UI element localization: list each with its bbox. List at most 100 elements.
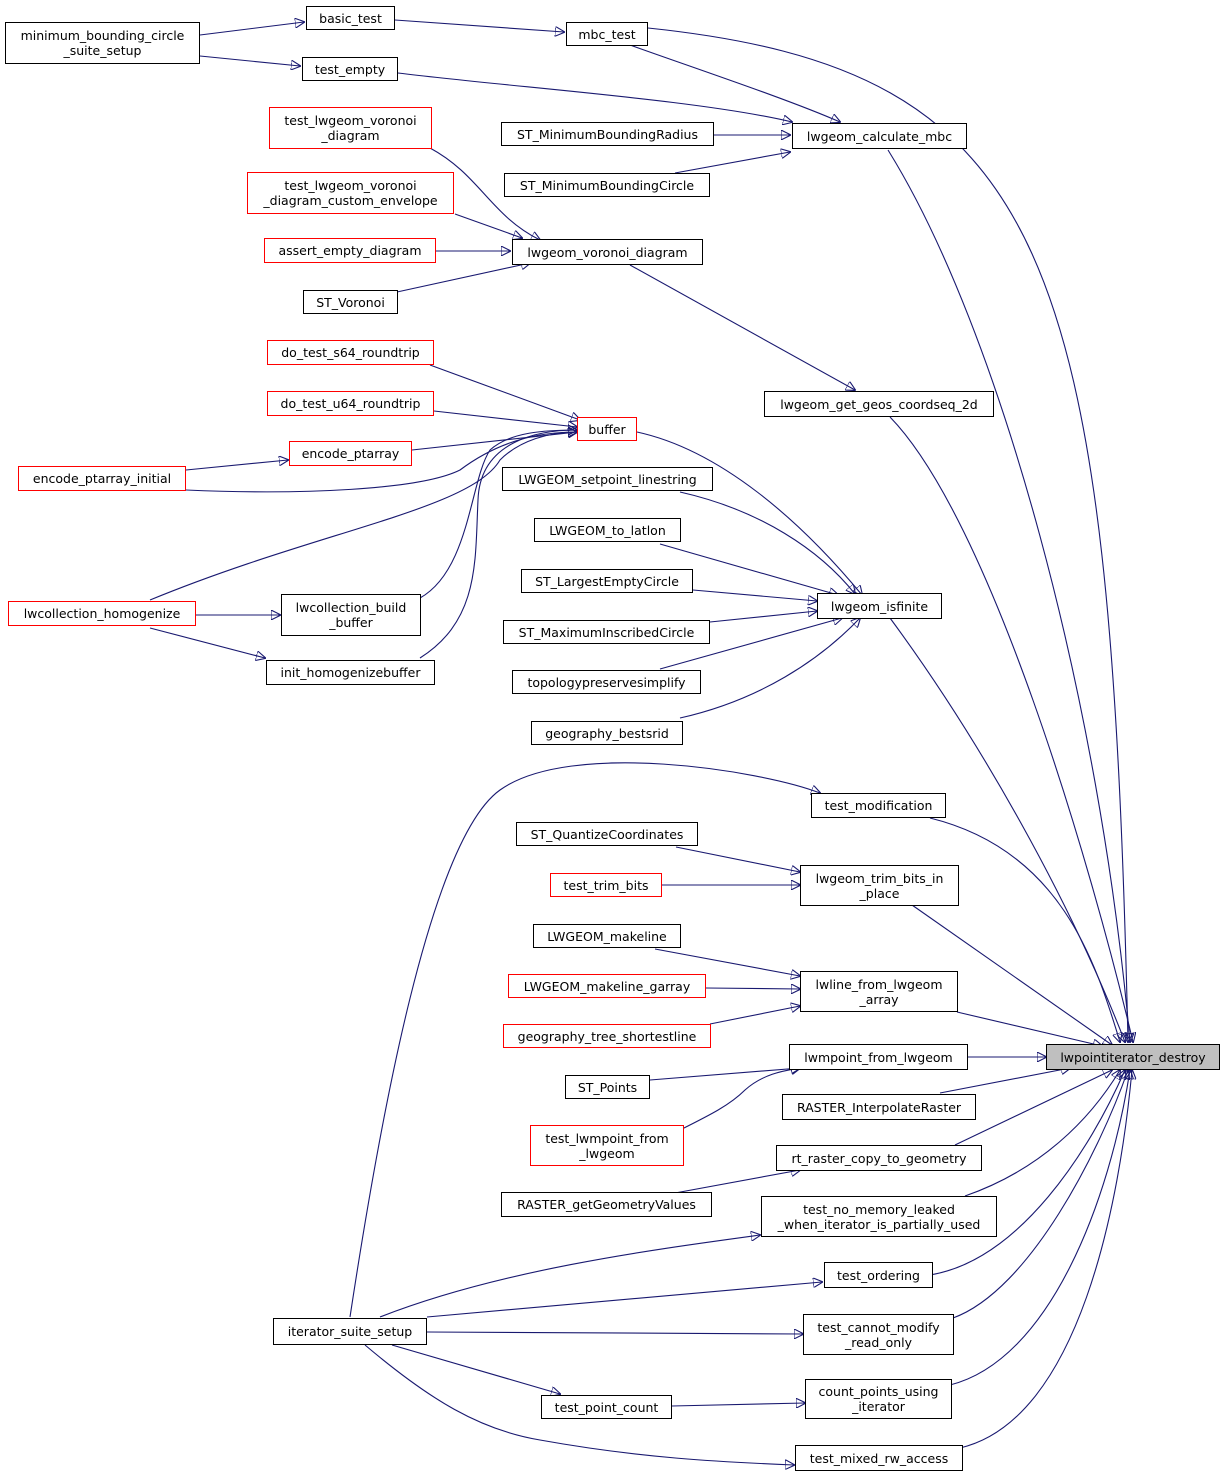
edge — [647, 27, 1128, 1042]
node-lwmpoint-from-lwgeom[interactable]: lwmpoint_from_lwgeom — [789, 1044, 968, 1070]
edge — [394, 19, 564, 32]
node-raster-getgeometryvalues[interactable]: RASTER_getGeometryValues — [501, 1192, 712, 1217]
node-test-lwmpoint-from-lwgeom[interactable]: test_lwmpoint_from _lwgeom — [530, 1125, 684, 1166]
node-lwgeom-makeline[interactable]: LWGEOM_makeline — [533, 924, 681, 948]
node-do-test-u64-roundtrip[interactable]: do_test_u64_roundtrip — [267, 391, 434, 416]
edge — [659, 543, 838, 595]
node-st-voronoi[interactable]: ST_Voronoi — [303, 290, 398, 314]
edge — [889, 416, 1133, 1042]
edge — [939, 1068, 1070, 1094]
node-lwgeom-isfinite[interactable]: lwgeom_isfinite — [817, 593, 942, 619]
edge — [454, 213, 522, 238]
node-assert-empty-diagram[interactable]: assert_empty_diagram — [264, 238, 436, 263]
node-encode-ptarray-initial[interactable]: encode_ptarray_initial — [18, 466, 186, 491]
node-minimum-bounding-circle-suite-setup[interactable]: minimum_bounding_circle _suite_setup — [5, 22, 200, 64]
edge — [705, 988, 800, 989]
node-test-lwgeom-voronoi-diagram-custom-envelope[interactable]: test_lwgeom_voronoi _diagram_custom_enve… — [247, 172, 454, 214]
node-st-quantizecoordinates[interactable]: ST_QuantizeCoordinates — [516, 822, 698, 846]
node-st-points[interactable]: ST_Points — [565, 1075, 650, 1099]
node-test-trim-bits[interactable]: test_trim_bits — [550, 873, 662, 897]
edge — [391, 1344, 560, 1394]
node-test-cannot-modify-read-only[interactable]: test_cannot_modify _read_only — [803, 1314, 954, 1355]
node-test-point-count[interactable]: test_point_count — [541, 1395, 672, 1419]
edge — [887, 149, 1130, 1042]
node-lwgeom-setpoint-linestring[interactable]: LWGEOM_setpoint_linestring — [502, 467, 713, 491]
edge — [426, 1282, 822, 1318]
node-lwgeom-to-latlon[interactable]: LWGEOM_to_latlon — [534, 518, 681, 542]
edge — [199, 22, 304, 36]
edge — [636, 431, 862, 595]
node-basic-test[interactable]: basic_test — [306, 6, 395, 30]
edge — [149, 627, 265, 658]
edge — [679, 1068, 800, 1131]
node-init-homogenizebuffer[interactable]: init_homogenizebuffer — [266, 660, 435, 685]
edge — [709, 1006, 800, 1025]
node-lwgeom-voronoi-diagram[interactable]: lwgeom_voronoi_diagram — [512, 239, 703, 265]
edge — [911, 904, 1112, 1045]
node-topologypreservesimplify[interactable]: topologypreservesimplify — [512, 670, 701, 694]
node-lwcollection-homogenize[interactable]: lwcollection_homogenize — [8, 601, 196, 626]
edge — [429, 147, 540, 240]
edge — [654, 948, 800, 976]
node-geography-tree-shortestline[interactable]: geography_tree_shortestline — [503, 1024, 711, 1048]
edge — [649, 1068, 800, 1081]
node-rt-raster-copy-to-geometry[interactable]: rt_raster_copy_to_geometry — [776, 1145, 982, 1171]
edge — [675, 846, 800, 872]
edge — [709, 611, 817, 623]
edge — [959, 1070, 1132, 1449]
edge — [149, 432, 577, 601]
edge — [949, 1070, 1130, 1386]
edge — [956, 1011, 1102, 1046]
node-do-test-s64-roundtrip[interactable]: do_test_s64_roundtrip — [267, 340, 434, 365]
edge — [674, 152, 790, 174]
edge — [419, 430, 577, 659]
node-test-empty[interactable]: test_empty — [302, 57, 398, 81]
edge — [659, 618, 842, 670]
edge — [629, 264, 855, 390]
node-test-ordering[interactable]: test_ordering — [824, 1262, 933, 1288]
node-test-no-memory-leaked[interactable]: test_no_memory_leaked _when_iterator_is_… — [761, 1196, 997, 1237]
node-test-lwgeom-voronoi-diagram[interactable]: test_lwgeom_voronoi _diagram — [269, 107, 432, 149]
node-lwgeom-calculate-mbc[interactable]: lwgeom_calculate_mbc — [792, 123, 967, 149]
edge — [954, 1070, 1112, 1146]
node-encode-ptarray[interactable]: encode_ptarray — [289, 441, 412, 466]
node-mbc-test[interactable]: mbc_test — [566, 22, 648, 46]
edge — [429, 364, 580, 420]
node-st-maximuminscribedcircle[interactable]: ST_MaximumInscribedCircle — [503, 620, 710, 644]
edge — [952, 1070, 1128, 1319]
edge — [433, 410, 577, 427]
edge — [629, 44, 840, 122]
node-lwgeom-get-geos-coordseq-2d[interactable]: lwgeom_get_geos_coordseq_2d — [764, 391, 994, 417]
node-lwline-from-lwgeom-array[interactable]: lwline_from_lwgeom _array — [800, 971, 958, 1012]
node-raster-interpolateraster[interactable]: RASTER_InterpolateRaster — [782, 1094, 976, 1120]
node-count-points-using-iterator[interactable]: count_points_using _iterator — [805, 1379, 952, 1419]
node-geography-bestsrid[interactable]: geography_bestsrid — [531, 721, 683, 745]
edge — [199, 55, 300, 66]
edge — [379, 1235, 760, 1318]
node-buffer[interactable]: buffer — [577, 417, 637, 441]
node-lwcollection-build-buffer[interactable]: lwcollection_build _buffer — [281, 594, 421, 636]
node-st-minimumboundingcircle[interactable]: ST_MinimumBoundingCircle — [504, 173, 710, 197]
edge — [185, 460, 288, 471]
edge — [426, 1332, 803, 1334]
node-test-modification[interactable]: test_modification — [811, 793, 946, 818]
edge — [185, 432, 577, 493]
node-st-minimumboundingradius[interactable]: ST_MinimumBoundingRadius — [501, 122, 714, 146]
node-lwgeom-makeline-garray[interactable]: LWGEOM_makeline_garray — [508, 974, 706, 998]
node-lwgeom-trim-bits-in-place[interactable]: lwgeom_trim_bits_in _place — [800, 865, 959, 906]
edge — [679, 491, 855, 594]
edge — [397, 72, 792, 122]
edge — [679, 618, 860, 719]
node-iterator-suite-setup[interactable]: iterator_suite_setup — [273, 1318, 427, 1345]
edge — [964, 1070, 1120, 1197]
edge — [396, 263, 530, 293]
node-test-mixed-rw-access[interactable]: test_mixed_rw_access — [795, 1445, 963, 1471]
node-st-largestemptycircle[interactable]: ST_LargestEmptyCircle — [521, 569, 693, 593]
edge — [929, 1070, 1125, 1276]
edge — [929, 817, 1120, 1042]
edge — [419, 430, 577, 599]
edge — [674, 1170, 800, 1194]
node-lwpointiterator-destroy: lwpointiterator_destroy — [1046, 1044, 1220, 1070]
